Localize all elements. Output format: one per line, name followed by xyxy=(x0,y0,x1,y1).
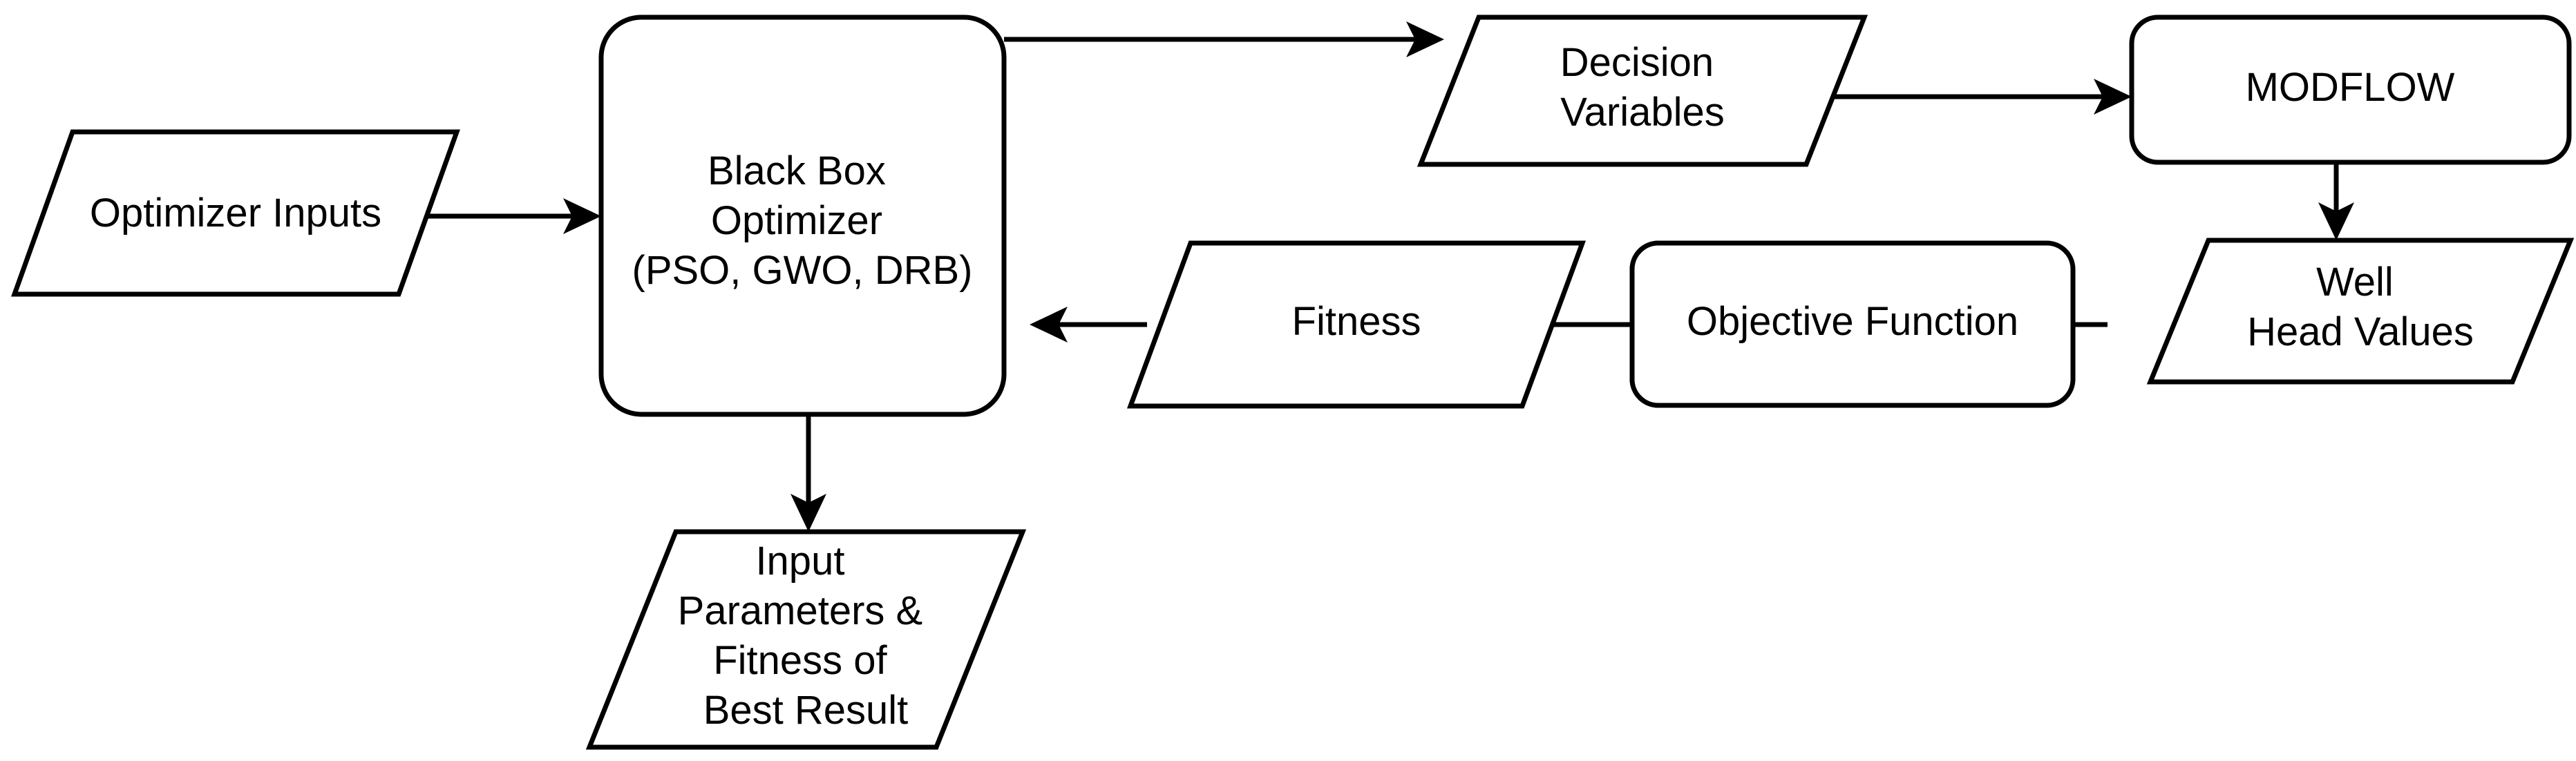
arrow-head-icon xyxy=(1030,307,1068,343)
node-label-well-head-values: Well Head Values xyxy=(2247,260,2474,354)
node-decision-variables[interactable]: Decision Variables xyxy=(1417,15,1868,167)
arrow-head-icon xyxy=(790,494,826,532)
node-input-parameters-best-result[interactable]: Input Parameters & Fitness of Best Resul… xyxy=(585,529,1027,750)
node-black-box-optimizer[interactable]: Black Box Optimizer (PSO, GWO, DRB) xyxy=(598,15,1007,417)
edge-black-box-to-best-result xyxy=(790,414,826,532)
rounded-rectangle-shape xyxy=(2129,15,2572,165)
arrow-head-icon xyxy=(2318,202,2354,240)
arrow-head-icon xyxy=(1406,21,1444,57)
node-objective-function[interactable]: Objective Function xyxy=(1629,240,2076,408)
edge-black-box-to-decision-variables xyxy=(1004,21,1444,57)
edge-decision-variables-to-modflow xyxy=(1797,79,2132,115)
edge-optimizer-inputs-to-black-box xyxy=(415,198,601,234)
edge-fitness-to-black-box xyxy=(1030,307,1147,343)
node-modflow[interactable]: MODFLOW xyxy=(2129,15,2572,165)
node-label-black-box-optimizer: Black Box Optimizer (PSO, GWO, DRB) xyxy=(632,148,973,293)
node-label-fitness: Fitness xyxy=(1292,299,1421,344)
node-label-input-parameters-best-result: Input Parameters & Fitness of Best Resul… xyxy=(678,539,934,733)
node-label-objective-function: Objective Function xyxy=(1687,299,2018,344)
parallelogram-shape xyxy=(11,129,460,297)
parallelogram-shape xyxy=(1417,15,1868,167)
node-label-modflow: MODFLOW xyxy=(2246,65,2455,110)
parallelogram-shape xyxy=(2146,238,2575,385)
node-well-head-values[interactable]: Well Head Values xyxy=(2146,238,2575,385)
node-optimizer-inputs[interactable]: Optimizer Inputs xyxy=(11,129,460,297)
rounded-rectangle-shape-full xyxy=(1629,240,2076,408)
node-fitness[interactable]: Fitness xyxy=(1126,240,1587,409)
parallelogram-shape xyxy=(585,529,1027,750)
rounded-rectangle-shape xyxy=(598,15,1007,417)
node-label-optimizer-inputs: Optimizer Inputs xyxy=(90,191,381,235)
parallelogram-shape xyxy=(1126,240,1587,409)
arrow-head-icon xyxy=(563,198,601,234)
arrow-head-icon xyxy=(2094,79,2132,115)
node-label-decision-variables: Decision Variables xyxy=(1560,40,1725,135)
edge-modflow-to-well-head-values xyxy=(2318,162,2354,240)
